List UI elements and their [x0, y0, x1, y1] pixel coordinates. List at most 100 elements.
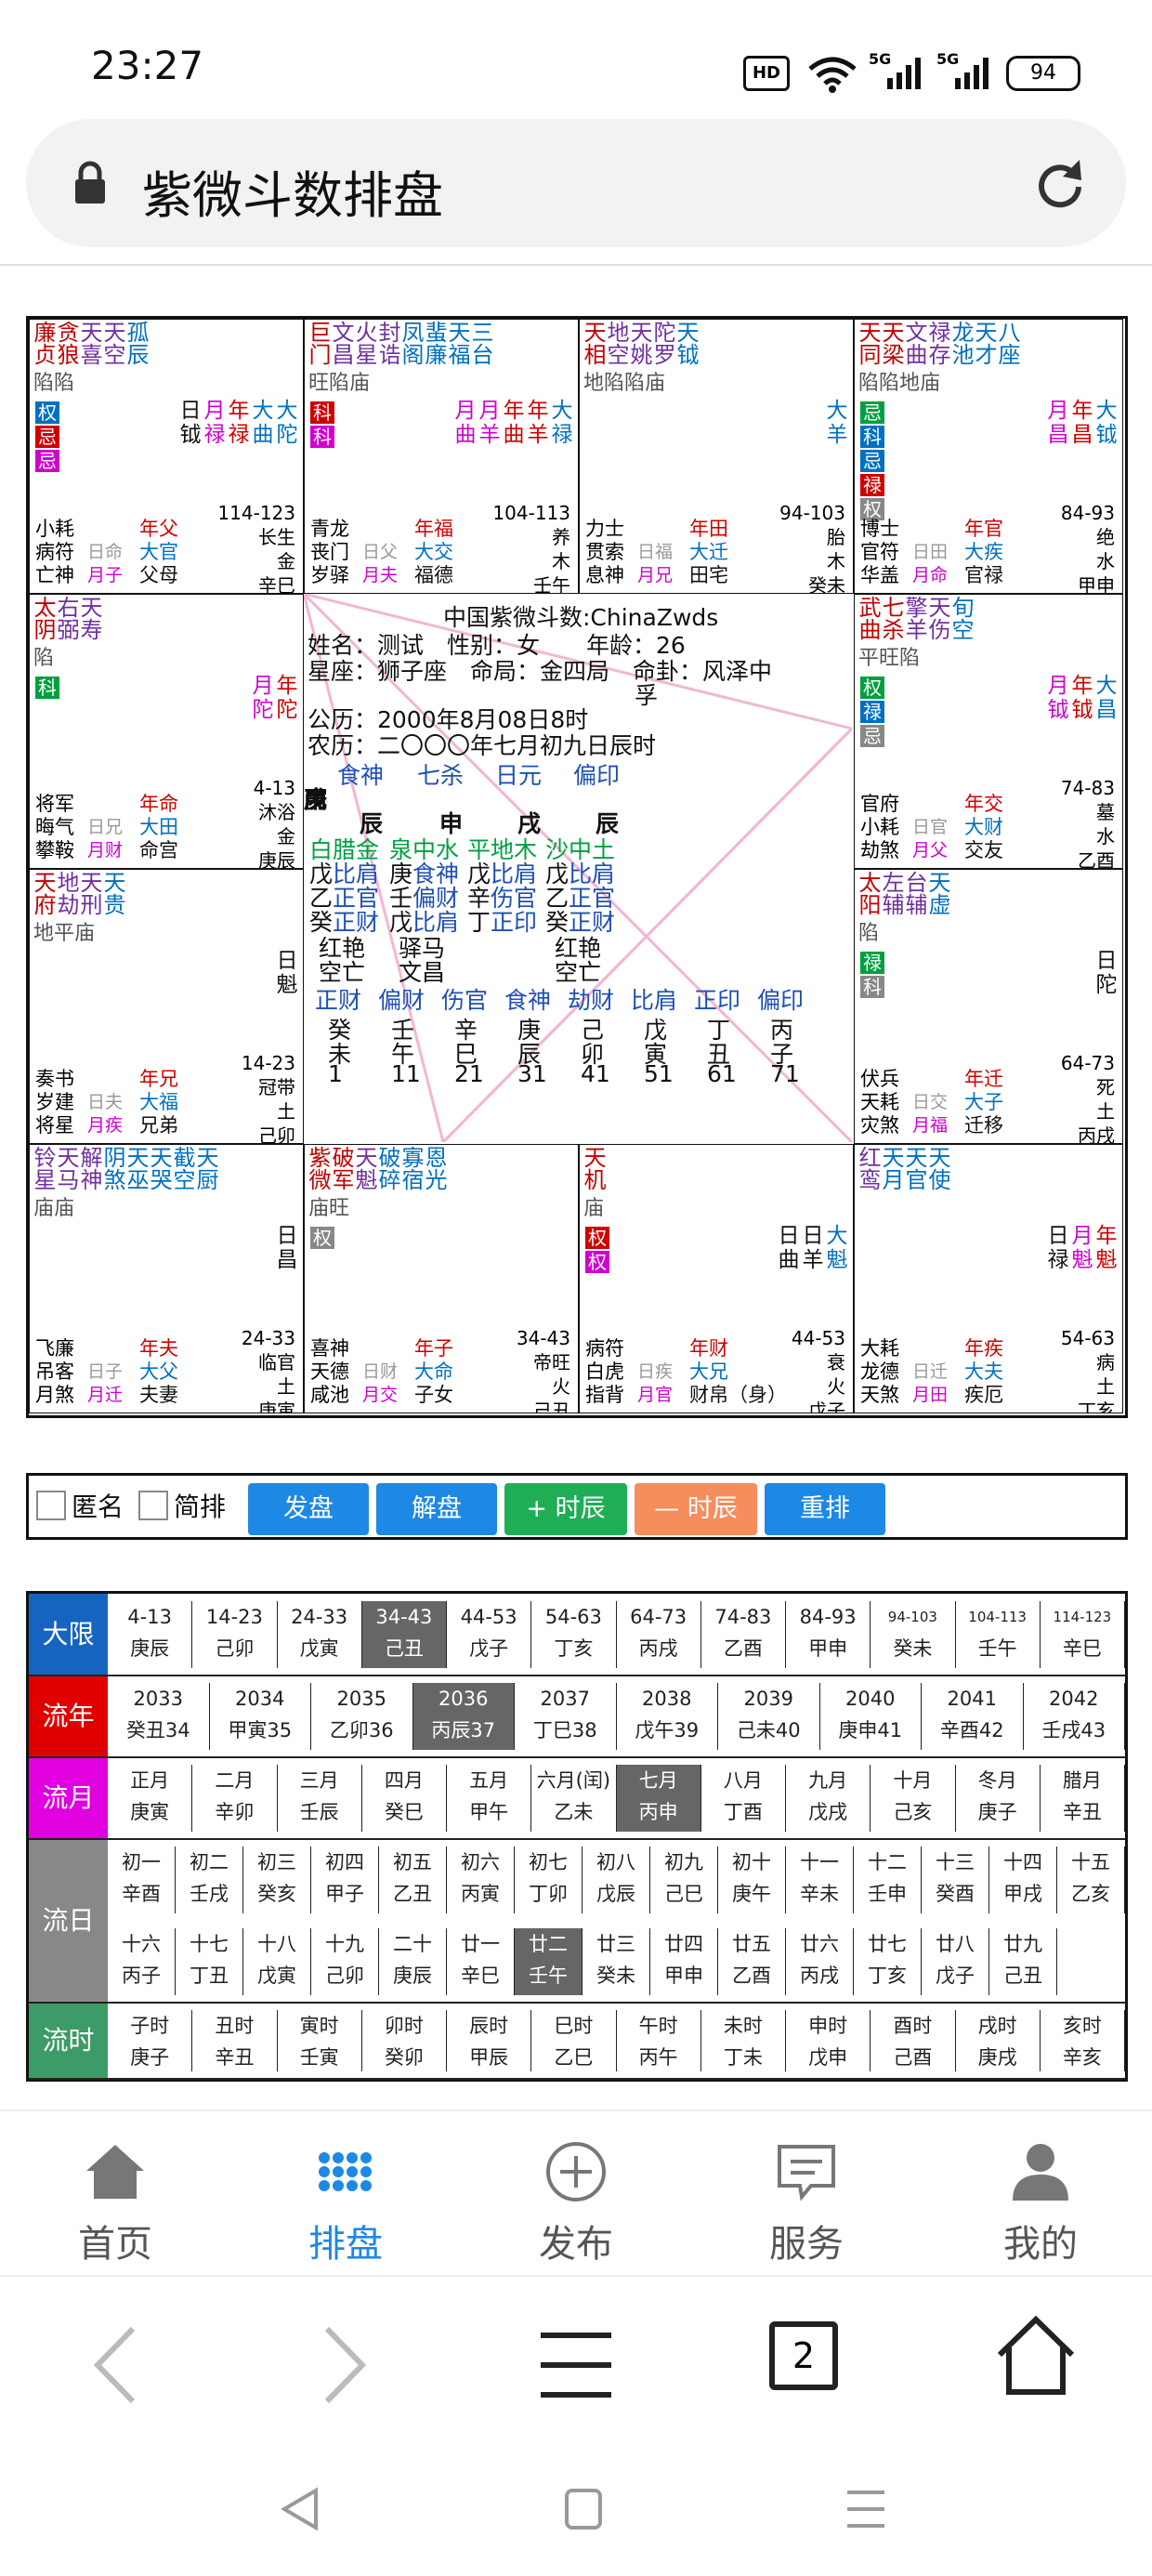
grid-cell[interactable]: 十二壬申	[854, 1847, 922, 1913]
tab-chart[interactable]: 排盘	[281, 2139, 411, 2267]
grid-cell[interactable]: 十三癸酉	[922, 1847, 989, 1913]
cell-bottom: 庚戌	[977, 2046, 1017, 2069]
tabs-count-icon[interactable]: 2	[769, 2321, 838, 2390]
grid-cell[interactable]: 十七丁丑	[176, 1928, 243, 1995]
grid-cell[interactable]: 初七丁卯	[515, 1847, 583, 1913]
grid-cell[interactable]: 十一辛未	[786, 1847, 854, 1913]
grid-cell[interactable]: 七月丙申	[616, 1765, 701, 1832]
address-bar[interactable]: 紫微斗数排盘	[26, 119, 1126, 247]
grid-cell[interactable]: 初八戊辰	[583, 1847, 650, 1913]
simple-checkbox[interactable]	[138, 1491, 168, 1520]
grid-cell[interactable]: 初一辛酉	[108, 1847, 176, 1913]
grid-cell[interactable]: 十月己亥	[871, 1765, 956, 1832]
system-recents-icon[interactable]	[845, 2489, 886, 2533]
grid-cell[interactable]: 午时丙午	[617, 2010, 701, 2071]
grid-cell[interactable]: 初六丙寅	[447, 1847, 515, 1913]
grid-cell[interactable]: 五月甲午	[447, 1765, 532, 1832]
grid-cell[interactable]: 廿六丙戌	[786, 1928, 854, 1995]
tab-service[interactable]: 服务	[741, 2139, 871, 2267]
grid-cell[interactable]: 初十庚午	[718, 1847, 786, 1913]
menu-icon[interactable]	[539, 2328, 613, 2406]
grid-cell[interactable]: 二十庚辰	[379, 1928, 447, 1995]
grid-cell[interactable]: 戌时庚戌	[956, 2010, 1041, 2071]
tab-publish[interactable]: 发布	[511, 2139, 641, 2267]
grid-cell[interactable]: 辰时甲辰	[447, 2010, 532, 2071]
grid-cell[interactable]: 廿七丁亥	[854, 1928, 922, 1995]
grid-cell[interactable]: 正月庚寅	[108, 1765, 193, 1832]
grid-cell[interactable]: 廿三癸未	[583, 1928, 650, 1995]
grid-cell[interactable]: 十五乙亥	[1057, 1847, 1125, 1913]
grid-cell[interactable]: 初九己巳	[650, 1847, 718, 1913]
anon-checkbox[interactable]	[36, 1491, 66, 1520]
grid-cell[interactable]: 二月辛卯	[192, 1765, 278, 1832]
life-line: 丁亥	[1078, 1400, 1115, 1413]
grid-cell[interactable]: 廿一辛巳	[447, 1928, 515, 1995]
grid-cell[interactable]: 十六丙子	[108, 1928, 176, 1995]
grid-cell[interactable]: 廿八戊子	[922, 1928, 989, 1995]
grid-cell[interactable]: 冬月庚子	[956, 1765, 1041, 1832]
grid-cell[interactable]: 寅时壬寅	[278, 2010, 362, 2071]
grid-cell[interactable]: 十九己卯	[311, 1928, 379, 1995]
grid-cell[interactable]: 九月戊戌	[786, 1765, 871, 1832]
back-icon[interactable]	[88, 2323, 144, 2411]
home-nav-icon[interactable]	[994, 2314, 1078, 2401]
grid-cell[interactable]: 八月丁酉	[701, 1765, 786, 1832]
grid-cell[interactable]: 初五乙丑	[379, 1847, 447, 1913]
grid-cell[interactable]: 子时庚子	[108, 2010, 193, 2071]
forward-icon[interactable]	[316, 2323, 372, 2411]
grid-cell[interactable]: 四月癸巳	[362, 1765, 447, 1832]
grid-cell[interactable]: 亥时辛亥	[1041, 2010, 1125, 2071]
grid-cell[interactable]: 初三癸亥	[243, 1847, 311, 1913]
grid-cell[interactable]: 巳时乙巳	[531, 2010, 617, 2071]
grid-cell[interactable]: 卯时癸卯	[362, 2010, 447, 2071]
grid-cell[interactable]: 酉时己酉	[871, 2010, 956, 2071]
reload-icon[interactable]	[1028, 154, 1093, 219]
grid-cell[interactable]: 腊月辛丑	[1041, 1765, 1125, 1832]
grid-cell[interactable]: 初四甲子	[311, 1847, 379, 1913]
grid-cell[interactable]: 十四甲戌	[989, 1847, 1057, 1913]
cell-top: 丑时	[215, 2015, 255, 2037]
grid-cell[interactable]: 未时丁未	[701, 2010, 786, 2071]
hour-plus-button[interactable]: + 时辰	[504, 1483, 627, 1535]
grid-cell[interactable]: 三月壬辰	[278, 1765, 362, 1832]
grid-cell[interactable]: 廿四甲申	[650, 1928, 718, 1995]
grid-cell[interactable]: 初二壬戌	[176, 1847, 243, 1913]
grid-cell[interactable]: 丑时辛丑	[192, 2010, 278, 2071]
redo-button[interactable]: 重排	[765, 1483, 885, 1535]
system-home-icon[interactable]	[563, 2487, 604, 2535]
grid-cell[interactable]: 六月(闰)乙未	[531, 1765, 617, 1832]
grid-cell[interactable]: 廿九己丑	[989, 1928, 1057, 1995]
grid-cell[interactable]: 廿二壬午	[515, 1928, 583, 1995]
tab-home[interactable]: 首页	[50, 2139, 180, 2267]
grid-cell[interactable]: 申时戊申	[786, 2010, 871, 2071]
interpret-button[interactable]: 解盘	[376, 1483, 497, 1535]
tab-me[interactable]: 我的	[975, 2139, 1106, 2267]
system-back-icon[interactable]	[279, 2487, 320, 2535]
grid-cell[interactable]: 廿五乙酉	[718, 1928, 786, 1995]
publish-chart-button[interactable]: 发盘	[248, 1483, 369, 1535]
hour-minus-button[interactable]: — 时辰	[635, 1483, 757, 1535]
grid-cell[interactable]: 十八戊寅	[243, 1928, 311, 1995]
